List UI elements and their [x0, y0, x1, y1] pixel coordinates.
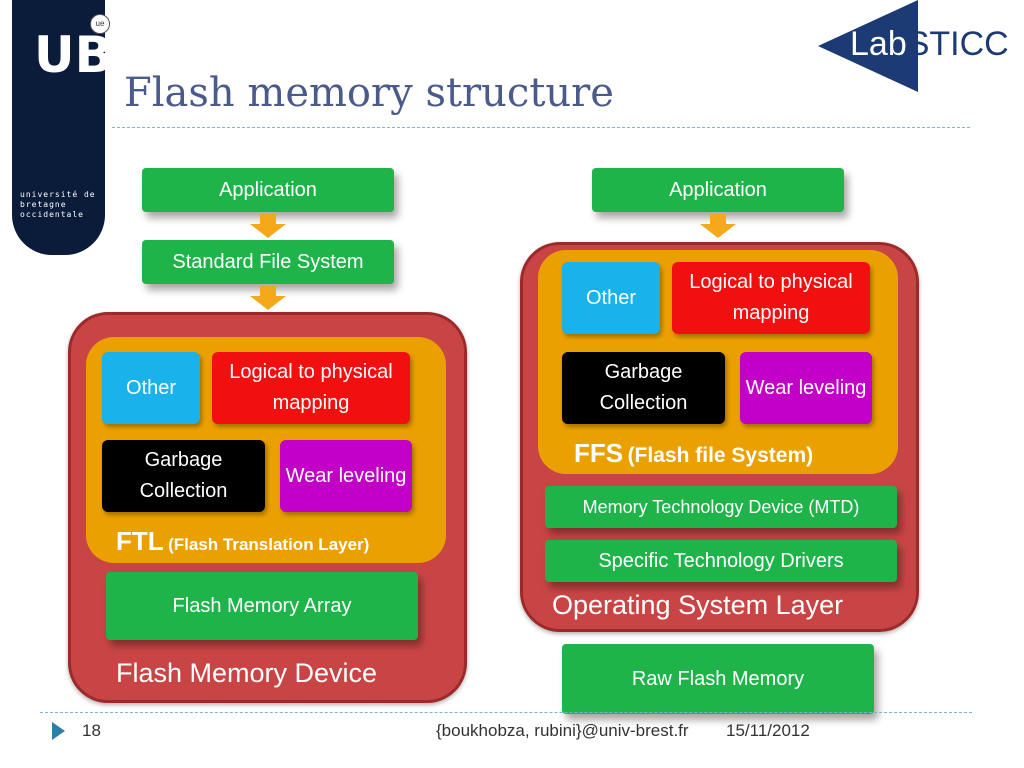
ffs-label: FFS (Flash file System): [574, 438, 813, 469]
lab-sticc-logo-lab: Lab: [850, 25, 907, 63]
slide-title: Flash memory structure: [124, 70, 614, 116]
right-logical-mapping-chip: Logical to physical mapping: [672, 262, 870, 334]
left-wear-leveling-chip: Wear leveling: [280, 440, 412, 512]
right-garbage-collection-chip: Garbage Collection: [562, 352, 725, 424]
right-application-box: Application: [592, 168, 844, 212]
university-logo: UBO université de bretagne occidentale u…: [12, 0, 156, 255]
ffs-label-big: FFS: [574, 438, 624, 468]
ue-badge-icon: ue: [90, 14, 110, 34]
operating-system-layer-label: Operating System Layer: [552, 590, 844, 620]
university-logo-subtitle: université de bretagne occidentale: [20, 190, 96, 219]
left-other-chip: Other: [102, 352, 200, 424]
left-application-box: Application: [142, 168, 394, 212]
left-standard-fs-box: Standard File System: [142, 240, 394, 284]
play-bullet-icon: [52, 722, 65, 740]
left-garbage-collection-chip: Garbage Collection: [102, 440, 265, 512]
university-logo-mark: UBO: [34, 26, 156, 84]
page-number: 18: [82, 721, 101, 740]
lab-sticc-arrow-icon: [818, 0, 918, 92]
raw-flash-memory-box: Raw Flash Memory: [562, 644, 874, 714]
title-divider: [112, 127, 970, 128]
flash-memory-array-box: Flash Memory Array: [106, 572, 418, 640]
ftl-label-big: FTL: [116, 526, 164, 556]
right-other-chip: Other: [562, 262, 660, 334]
ffs-label-small: (Flash file System): [627, 444, 814, 467]
mtd-box: Memory Technology Device (MTD): [545, 486, 897, 528]
ftl-label: FTL (Flash Translation Layer): [116, 526, 369, 557]
lab-sticc-logo-sticc: STICC: [906, 25, 1009, 63]
right-wear-leveling-chip: Wear leveling: [740, 352, 872, 424]
footer-divider: [40, 712, 972, 713]
footer-email: {boukhobza, rubini}@univ-brest.fr: [436, 721, 689, 740]
specific-drivers-box: Specific Technology Drivers: [545, 540, 897, 582]
footer-date: 15/11/2012: [726, 721, 810, 740]
flash-memory-device-label: Flash Memory Device: [116, 658, 378, 688]
left-logical-mapping-chip: Logical to physical mapping: [212, 352, 410, 424]
ftl-label-small: (Flash Translation Layer): [168, 535, 370, 554]
lab-sticc-logo: LabSTICC: [850, 25, 1009, 64]
